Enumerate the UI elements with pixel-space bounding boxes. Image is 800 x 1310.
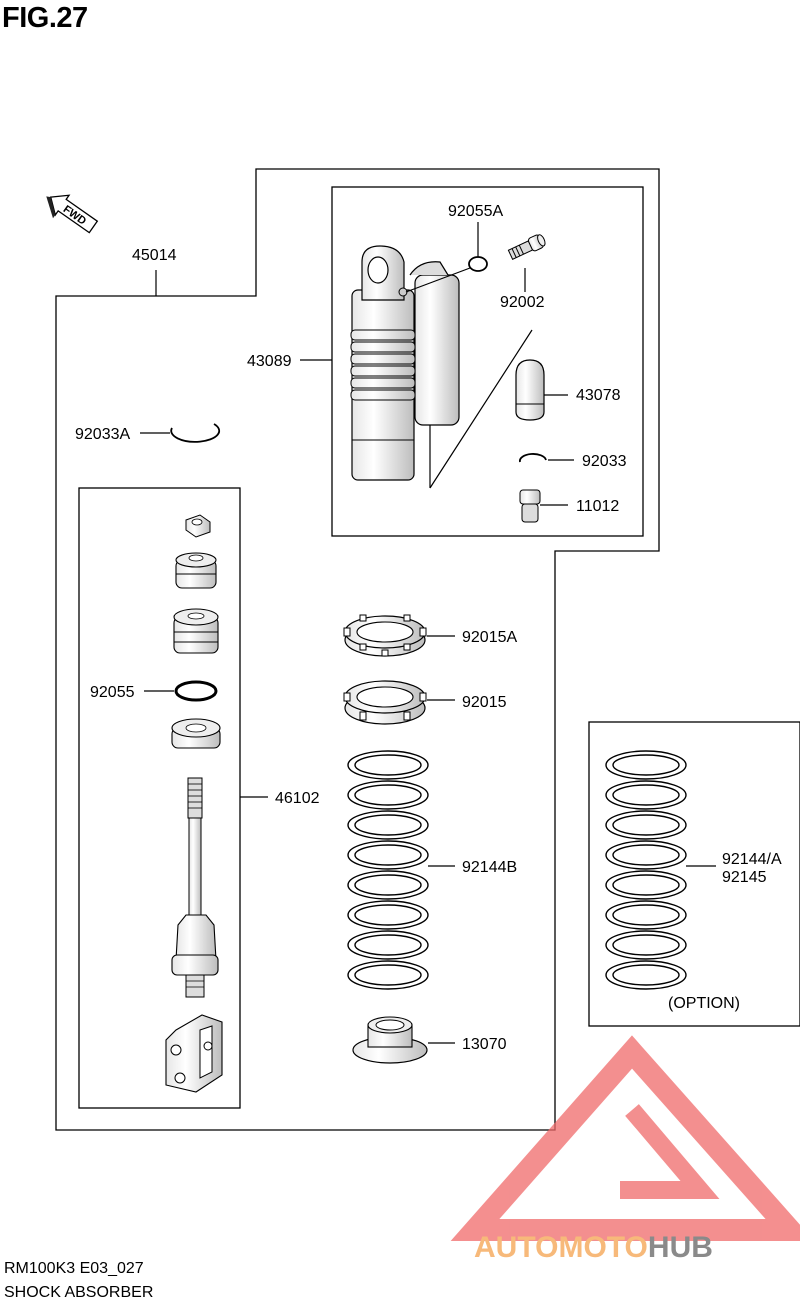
label-92144B: 92144B: [462, 859, 517, 876]
clevis-icon: [165, 1014, 223, 1093]
piston-rod-icon: [171, 777, 219, 998]
label-option: (OPTION): [668, 995, 740, 1012]
option-box: [588, 721, 800, 1027]
label-92055A: 92055A: [448, 203, 503, 220]
reservoir-cap-icon: [515, 359, 545, 421]
fwd-arrow-icon: FWD: [46, 194, 99, 234]
label-92144A: 92144/A: [722, 851, 782, 868]
label-92033A: 92033A: [75, 426, 130, 443]
figure-code: RM100K3 E03_027: [4, 1260, 144, 1277]
bushing-top-icon: [175, 552, 217, 589]
o-ring-92055-icon: [174, 680, 218, 702]
label-92033: 92033: [582, 453, 627, 470]
circlip-icon: [519, 453, 547, 463]
label-43089: 43089: [247, 353, 292, 370]
watermark-logo-icon: [450, 1035, 800, 1241]
label-45014: 45014: [132, 247, 177, 264]
seal-cap-icon: [171, 718, 221, 749]
label-11012: 11012: [576, 498, 619, 515]
watermark-word-b: HUB: [648, 1231, 713, 1264]
spring-seat-icon: [352, 1016, 428, 1064]
label-92015A: 92015A: [462, 629, 517, 646]
adjuster-nut-92015-icon: [343, 680, 427, 725]
label-13070: 13070: [462, 1036, 507, 1053]
assembly-outline-45014: [55, 168, 660, 1131]
subassembly-box-43089: [331, 186, 644, 537]
spring-option-icon: [605, 750, 687, 990]
label-92002: 92002: [500, 294, 545, 311]
nut-icon: [185, 514, 211, 538]
bushing-bottom-icon: [173, 608, 219, 654]
subassembly-box-46102: [78, 487, 241, 1109]
label-92145: 92145: [722, 869, 767, 886]
watermark-text: AUTOMOTOHUB: [474, 1231, 713, 1264]
spring-92144B-icon: [347, 750, 429, 990]
figure-title: FIG.27: [2, 2, 88, 34]
label-43078: 43078: [576, 387, 621, 404]
lock-nut-92015A-icon: [343, 614, 427, 657]
label-92055: 92055: [90, 684, 135, 701]
valve-cap-icon: [519, 489, 541, 523]
figure-name: SHOCK ABSORBER: [4, 1284, 154, 1301]
snap-ring-icon: [170, 423, 221, 443]
label-46102: 46102: [275, 790, 320, 807]
watermark-word-a: AUTOMOTO: [474, 1231, 648, 1264]
o-ring-icon: [468, 256, 488, 272]
label-92015: 92015: [462, 694, 507, 711]
bolt-icon: [507, 234, 546, 260]
shock-body-icon: [350, 245, 460, 481]
